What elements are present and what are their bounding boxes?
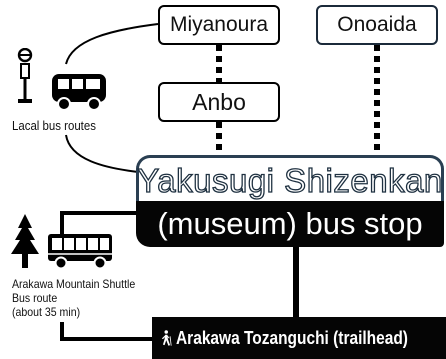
hub-subtitle: (museum) bus stop	[157, 206, 423, 241]
trailhead-label: Arakawa Tozanguchi (trailhead)	[176, 327, 409, 348]
shuttle-bus-icon	[48, 234, 112, 270]
shuttle-label-line2: Bus route	[12, 291, 58, 305]
trailhead-bar: Arakawa Tozanguchi (trailhead)	[152, 317, 446, 359]
hub-title: Yakusugi Shizenkan	[137, 161, 443, 199]
bus-icon	[52, 74, 106, 111]
shuttle-route-label: Arakawa Mountain Shuttle Bus route (abou…	[12, 277, 144, 319]
stop-anbo-label: Anbo	[192, 88, 246, 115]
hiker-icon	[161, 330, 172, 346]
shuttle-route-return	[60, 322, 152, 341]
hub-title-box: Yakusugi Shizenkan	[136, 155, 444, 204]
local-bus-routes-label: Lacal bus routes	[12, 118, 96, 133]
hub-subtitle-box: (museum) bus stop	[136, 201, 444, 247]
tree-icon	[11, 214, 39, 268]
stop-onoaida: Onoaida	[316, 5, 438, 45]
stop-onoaida-label: Onoaida	[337, 13, 417, 36]
shuttle-label-line3: (about 35 min)	[12, 305, 81, 319]
shuttle-label-line1: Arakawa Mountain Shuttle	[12, 277, 136, 291]
local-route-line	[65, 23, 159, 65]
bus-stop-sign-icon	[17, 48, 33, 103]
shuttle-route-bracket	[60, 211, 136, 234]
stop-anbo: Anbo	[158, 82, 280, 122]
stop-miyanoura-label: Miyanoura	[169, 13, 269, 36]
local-route-line-lower	[65, 134, 139, 173]
stop-miyanoura: Miyanoura	[158, 5, 280, 45]
